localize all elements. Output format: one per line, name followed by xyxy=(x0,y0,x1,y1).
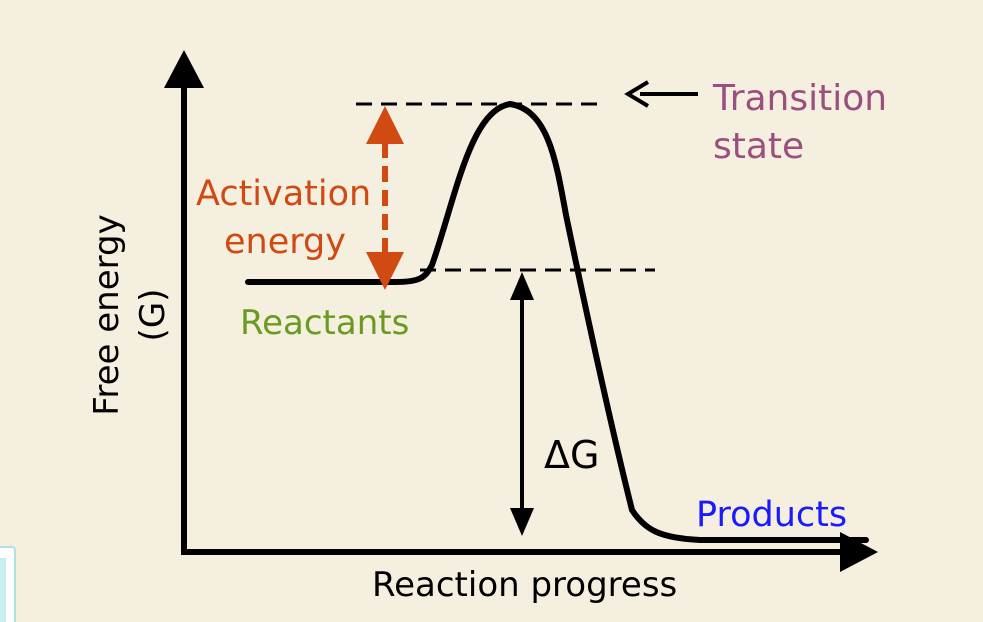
transition-state-pointer xyxy=(624,80,698,108)
activation-energy-arrow xyxy=(366,106,404,290)
energy-curve xyxy=(245,101,869,543)
delta-g-arrow-up-icon xyxy=(510,272,534,300)
y-axis xyxy=(164,50,204,552)
y-axis-arrow-icon xyxy=(164,50,204,88)
activation-energy-label-line2: energy xyxy=(224,222,346,262)
y-axis-label-line2: (G) xyxy=(133,289,173,342)
corner-panel-inner xyxy=(0,558,6,622)
x-axis-label: Reaction progress xyxy=(372,565,677,605)
transition-state-label-line2: state xyxy=(713,126,804,167)
activation-energy-label-line1: Activation xyxy=(196,174,371,214)
y-axis-label-line1: Free energy xyxy=(87,214,127,415)
delta-g-label: ΔG xyxy=(544,433,599,477)
activation-arrow-down-icon xyxy=(366,252,404,290)
transition-state-label-line1: Transition xyxy=(712,78,887,119)
y-axis-label: Free energy (G) xyxy=(87,214,173,415)
products-label: Products xyxy=(696,495,847,535)
corner-panel xyxy=(0,546,16,622)
delta-g-arrow xyxy=(510,272,534,536)
activation-arrow-up-icon xyxy=(366,106,404,144)
left-arrow-icon xyxy=(624,80,650,108)
reactants-label: Reactants xyxy=(240,303,409,343)
delta-g-arrow-down-icon xyxy=(510,508,534,536)
